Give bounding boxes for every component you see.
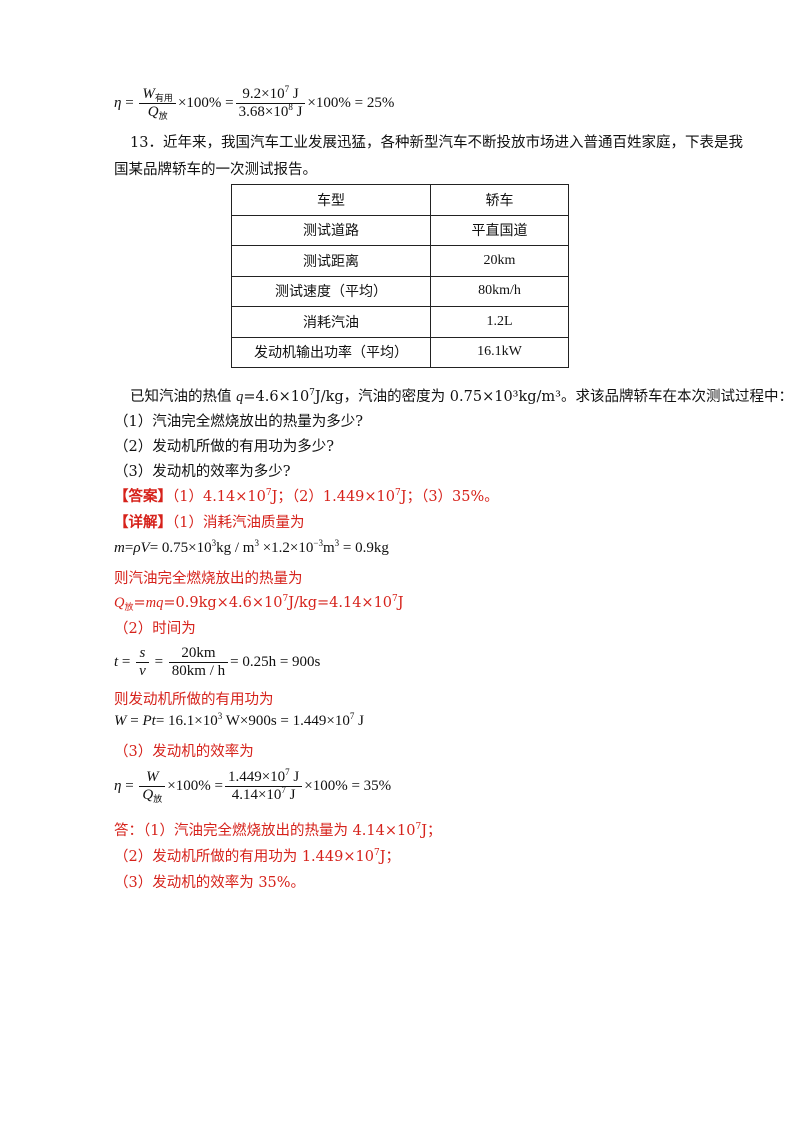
eta-symbol: η [114,95,122,111]
detail-label: 【详解】 [114,514,172,531]
table-cell-label: 消耗汽油 [231,306,431,338]
detail-step1: 【详解】（1）消耗汽油质量为 [114,514,305,531]
answer-label: 【答案】 [114,488,172,505]
table-row: 测试道路平直国道 [231,214,569,246]
conclusion-line3: （3）发动机的效率为 35%。 [114,875,306,891]
mass-formula: m = ρV = 0.75×103kg / m3 ×1.2×10−3m3 = 0… [114,538,389,557]
table-cell-value: 1.2L [430,306,569,338]
table-cell-label: 车型 [231,184,431,216]
table-cell-label: 测试距离 [231,245,431,277]
efficiency-formula-top: η = W有用 Q放 ×100% = 9.2×107 J 3.68×108 J … [114,84,395,121]
table-row: 测试速度（平均）80km/h [231,275,569,307]
table-cell-value: 轿车 [430,184,569,216]
conclusion-line2: （2）发动机所做的有用功为 1.449×107J； [114,848,401,866]
heat-title: 则汽油完全燃烧放出的热量为 [114,571,303,587]
table-cell-value: 16.1kW [430,336,569,368]
table-cell-label: 测试道路 [231,214,431,246]
sub-question-2: （2）发动机所做的有用功为多少? [114,439,334,455]
question-intro-line1: 13．近年来，我国汽车工业发展迅猛，各种新型汽车不断投放市场进入普通百姓家庭，下… [130,135,743,151]
given-info: 已知汽油的热值 q=4.6×107J/kg，汽油的密度为 0.75×10³kg/… [130,388,793,406]
table-cell-value: 平直国道 [430,214,569,246]
table-cell-value: 80km/h [430,275,569,307]
detail-step3: （3）发动机的效率为 [114,744,254,760]
table-row: 发动机输出功率（平均）16.1kW [231,336,569,368]
sub-question-3: （3）发动机的效率为多少? [114,464,291,480]
detail-step2: （2）时间为 [114,621,196,637]
answer-line: 【答案】（1）4.14×107J；（2）1.449×107J；（3）35%。 [114,488,499,505]
table-cell-label: 发动机输出功率（平均） [231,336,431,368]
table-row: 车型轿车 [231,184,569,216]
table-cell-label: 测试速度（平均） [231,275,431,307]
heat-formula: Q放=mq=0.9kg×4.6×107J/kg=4.14×107J [114,594,404,613]
table-cell-value: 20km [430,245,569,277]
question-intro-line2: 国某品牌轿车的一次测试报告。 [114,162,317,178]
fraction-energy-values: 9.2×107 J 3.68×108 J [235,85,306,121]
sub-question-1: （1）汽油完全燃烧放出的热量为多少? [114,414,363,430]
work-formula: W = Pt = 16.1×103 W×900s = 1.449×107 J [114,711,364,730]
work-title: 则发动机所做的有用功为 [114,692,274,708]
conclusion-line1: 答：（1）汽油完全燃烧放出的热量为 4.14×107J； [114,822,442,840]
fraction-useful-over-released: W有用 Q放 [139,86,176,121]
